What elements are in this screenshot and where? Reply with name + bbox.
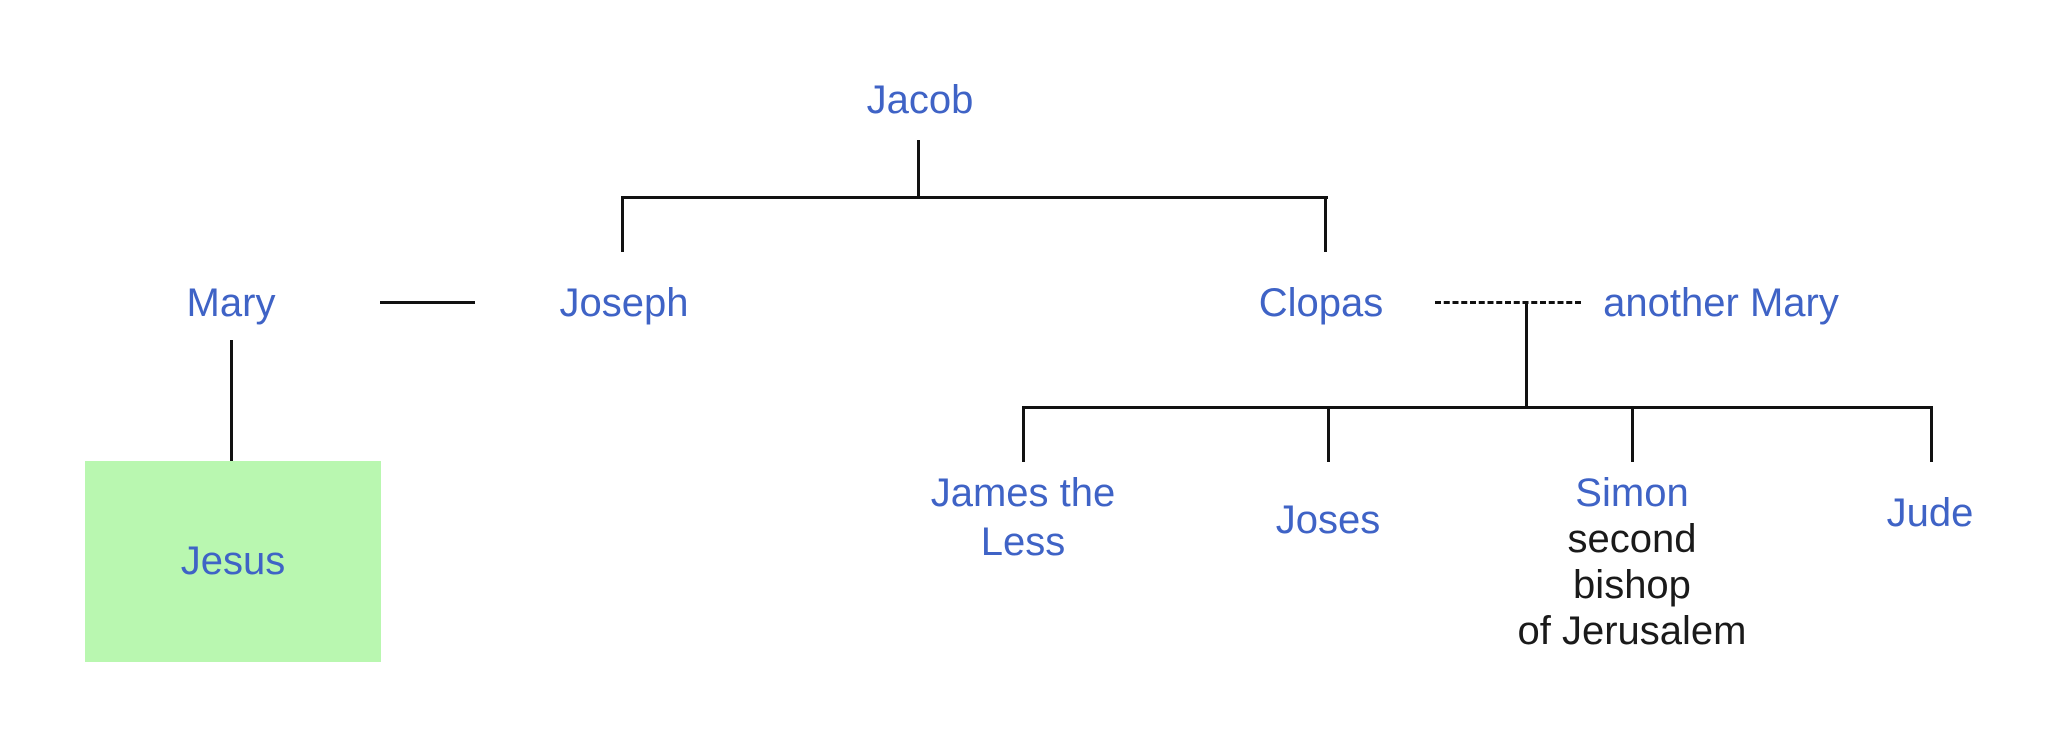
edge-clopas-drop [1324, 196, 1327, 252]
edge-mary-jesus-drop [230, 340, 233, 461]
edge-mary-joseph-union [380, 301, 475, 304]
node-jacob: Jacob [866, 78, 974, 122]
simon-subtitle-line-2: bishop [1573, 563, 1691, 607]
node-clopas: Clopas [1258, 281, 1384, 325]
simon-subtitle-line-3: of Jerusalem [1517, 609, 1747, 653]
simon-name: Simon [1575, 471, 1689, 515]
edge-union-drop [1525, 303, 1528, 409]
node-mary: Mary [186, 281, 276, 325]
edge-joses-drop [1327, 406, 1330, 462]
edge-simon-drop [1631, 406, 1634, 462]
edge-clopas-anothermary-dashed [1435, 301, 1581, 304]
edge-james-drop [1022, 406, 1025, 462]
edge-jacob-drop [917, 140, 920, 199]
node-joses: Joses [1275, 498, 1381, 542]
node-another-mary: another Mary [1603, 281, 1839, 325]
node-jesus: Jesus [180, 539, 286, 583]
edge-joseph-drop [621, 196, 624, 252]
edge-children-bar [1022, 406, 1933, 409]
node-james-the-less: James the Less [930, 471, 1116, 564]
node-simon: Simon second bishop of Jerusalem [1518, 470, 1747, 654]
edge-jacob-children-bar [621, 196, 1328, 199]
edge-jude-drop [1930, 406, 1933, 462]
node-jesus-highlight-box: Jesus [85, 461, 381, 662]
simon-subtitle-line-1: second [1567, 517, 1697, 561]
node-jude: Jude [1886, 491, 1974, 535]
node-joseph: Joseph [559, 281, 689, 325]
